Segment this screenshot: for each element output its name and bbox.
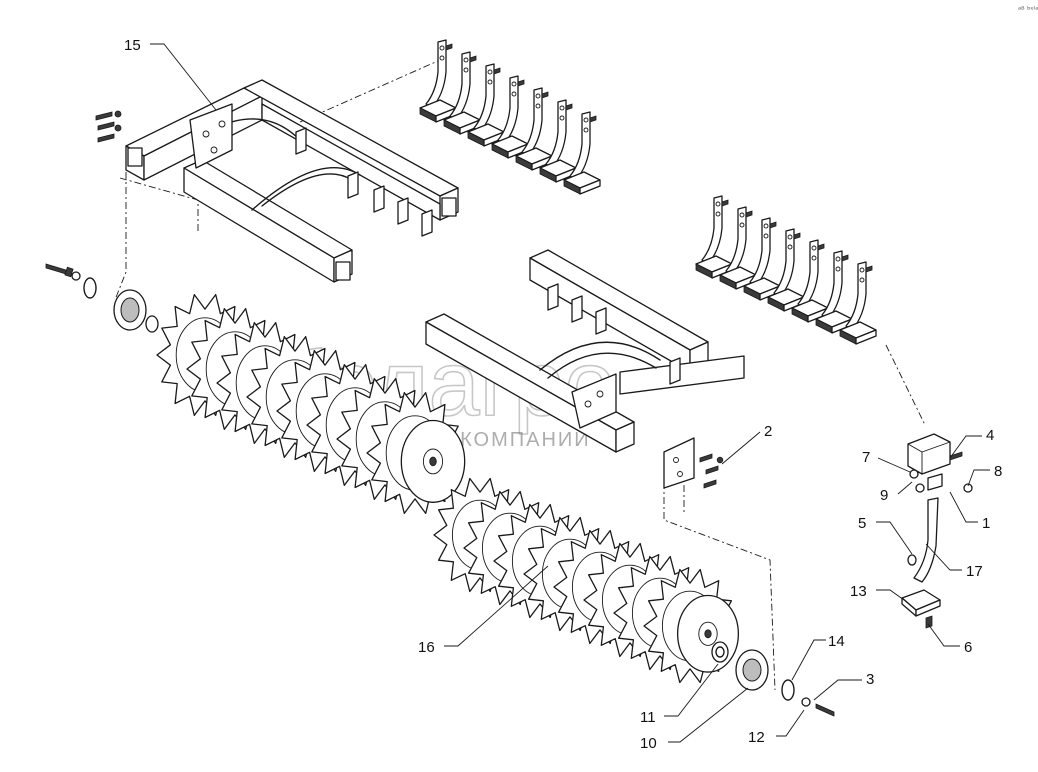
left-bearing-assembly [45,263,159,333]
spring-tine [695,195,733,279]
spring-tine [515,87,553,171]
leader-lines [150,43,990,743]
roller-end-plate [400,419,466,503]
tine-row-lower [695,195,877,345]
spring-tine [839,261,877,345]
spring-tine [767,228,805,312]
spring-tine [419,39,457,123]
spring-tine [719,206,757,290]
callout-13: 13 [850,583,867,600]
spring-tine [539,99,577,183]
spring-tine [791,239,829,323]
rear-frame-lower [425,249,745,489]
corner-mark: ᵃᴮ ᵇᵉˡᵃ [1018,5,1038,14]
callout-8: 8 [994,463,1002,480]
callout-6: 6 [964,639,972,656]
callout-11: 11 [640,709,656,726]
spring-tine [491,75,529,159]
callout-10: 10 [640,735,657,752]
callout-7: 7 [862,449,870,466]
toothed-roller-lower [433,477,740,684]
callout-labels: 15 2 3 4 5 6 7 8 9 10 11 12 13 14 16 17 … [124,37,1002,752]
callout-17: 17 [966,563,983,580]
spring-tine [563,111,601,195]
right-bearing-assembly [711,641,835,717]
callout-12: 12 [748,729,765,746]
spring-tine [815,250,853,334]
callout-4: 4 [986,427,994,444]
spring-tine [467,63,505,147]
spring-tine [443,51,481,135]
toothed-roller-upper [156,293,466,515]
callout-15: 15 [124,37,141,54]
callout-1: 1 [982,515,990,532]
callout-9: 9 [880,487,888,504]
callout-14: 14 [828,633,845,650]
callout-3: 3 [866,671,874,688]
callout-2: 2 [764,423,772,440]
tine-row-upper [419,39,601,195]
callout-16: 16 [418,639,435,656]
spring-tine [743,217,781,301]
callout-5: 5 [858,515,866,532]
bracket-bolts [699,453,724,489]
roller-end-plate [676,594,740,673]
rear-frame-upper [95,79,459,283]
single-tine-detail [901,433,973,629]
frame-bolts [95,110,122,143]
